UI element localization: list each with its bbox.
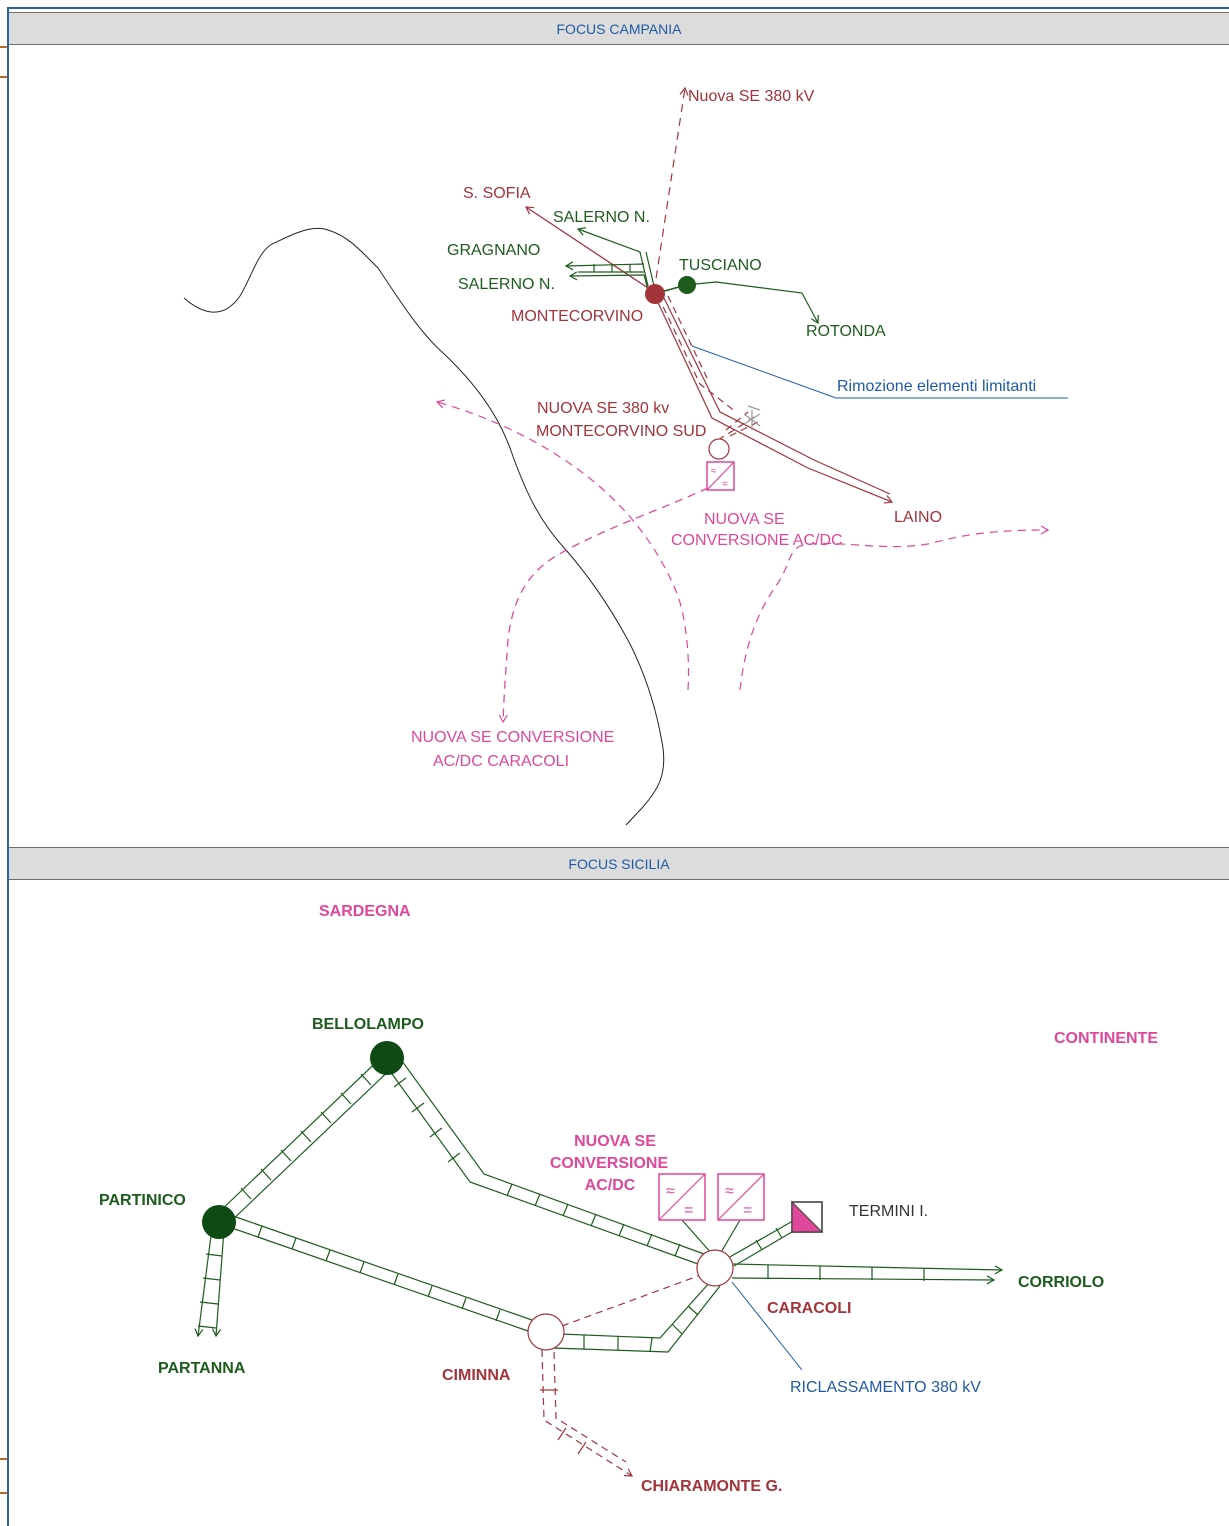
line-ciminna-caracoli (551, 1281, 721, 1353)
converter-connections (681, 1219, 741, 1255)
hvdc-link-sardegna (435, 399, 690, 691)
frame-tick (0, 1458, 7, 1460)
label-rimozione: Rimozione elementi limitanti (837, 378, 1036, 395)
label-montecorvino: MONTECORVINO (511, 308, 643, 325)
partinico-node (202, 1205, 236, 1239)
hvdc-link-caracoli (498, 487, 709, 724)
label-nuova-se-conv-2: CONVERSIONE AC/DC (671, 532, 843, 549)
label-termini: TERMINI I. (849, 1203, 928, 1220)
label-nuova-se-mc-sud-1: NUOVA SE 380 kv (537, 400, 669, 417)
montecorvino-node (645, 284, 665, 304)
label-gragnano: GRAGNANO (447, 242, 540, 259)
label-corriolo: CORRIOLO (1018, 1274, 1104, 1291)
line-to-salerno-n-top (576, 227, 655, 287)
svg-text:=: = (743, 1202, 752, 1219)
svg-text:≈: ≈ (711, 466, 717, 477)
label-conv-1: NUOVA SE (574, 1133, 656, 1150)
label-nuova-se-mc-sud-2: MONTECORVINO SUD (536, 423, 706, 440)
element-removal-icon (743, 405, 761, 430)
bellolampo-node (370, 1041, 404, 1075)
caracoli-node (696, 1249, 734, 1287)
annotation-leader-riclassamento (731, 1281, 803, 1371)
svg-text:≈: ≈ (725, 1183, 734, 1200)
line-to-rotonda (685, 281, 819, 325)
label-nuova-se-conv-1: NUOVA SE (704, 511, 785, 528)
line-to-nuova-se-380 (653, 86, 689, 293)
line-to-s-sofia (524, 206, 655, 293)
label-tusciano: TUSCIANO (679, 257, 762, 274)
coastline (183, 228, 665, 826)
line-partinico-partanna (194, 1227, 225, 1338)
label-laino: LAINO (894, 509, 942, 526)
ciminna-node (527, 1313, 565, 1351)
label-caracoli-conv-1: NUOVA SE CONVERSIONE (411, 729, 614, 746)
frame-tick (0, 76, 7, 78)
label-salerno-n-top: SALERNO N. (553, 209, 650, 226)
label-riclassamento: RICLASSAMENTO 380 kV (790, 1379, 981, 1396)
converter-station-icon: ≈ = (717, 1173, 765, 1221)
label-caracoli-conv-2: AC/DC CARACOLI (433, 753, 569, 770)
svg-text:=: = (722, 479, 728, 490)
montecorvino-sud-node (708, 438, 730, 460)
line-partinico-ciminna (228, 1215, 533, 1332)
label-rotonda: ROTONDA (806, 323, 886, 340)
label-conv-3: AC/DC (585, 1177, 636, 1194)
label-sardegna: SARDEGNA (319, 903, 411, 920)
planned-link-ciminna-chiaramonte (541, 1349, 634, 1477)
label-salerno-n-bottom: SALERNO N. (458, 276, 555, 293)
tusciano-node (678, 276, 696, 294)
frame-tick (0, 46, 7, 48)
frame-tick (0, 1492, 7, 1494)
converter-station-icon: ≈ = (706, 461, 735, 491)
termini-station-icon (791, 1200, 824, 1233)
svg-text:=: = (684, 1202, 693, 1219)
annotation-leader-rimozione (691, 345, 1068, 399)
sicilia-map: ≈ = ≈ = SARDEGNA CONTINENTE BELLOLAMPO P… (99, 399, 1158, 1495)
planned-link-ticks (540, 1389, 587, 1455)
line-bellolampo-partinico (216, 1051, 398, 1225)
label-conv-2: CONVERSIONE (550, 1155, 669, 1172)
sicilia-header: FOCUS SICILIA (9, 847, 1229, 880)
svg-text:≈: ≈ (666, 1183, 675, 1200)
label-partinico: PARTINICO (99, 1192, 186, 1209)
label-continente: CONTINENTE (1054, 1030, 1158, 1047)
planned-link-ciminna-caracoli (561, 1275, 699, 1327)
label-chiaramonte: CHIARAMONTE G. (641, 1478, 782, 1495)
label-s-sofia: S. SOFIA (463, 185, 531, 202)
label-nuova-se-380: Nuova SE 380 kV (688, 88, 815, 105)
line-to-salerno-n-bottom (568, 271, 649, 291)
line-to-gragnano (564, 261, 645, 273)
label-caracoli: CARACOLI (767, 1300, 851, 1317)
line-caracoli-corriolo (731, 1263, 1004, 1285)
line-bellolampo-caracoli (381, 1049, 705, 1265)
campania-map: ≈ = Nuova SE 380 kV S. SOFIA SALERNO N. … (183, 86, 1068, 826)
label-ciminna: CIMINNA (442, 1367, 511, 1384)
line-to-laino (653, 289, 894, 504)
map-frame (7, 7, 1229, 1526)
converter-station-icon: ≈ = (658, 1173, 706, 1221)
label-bellolampo: BELLOLAMPO (312, 1016, 424, 1033)
hvdc-link-continente (739, 525, 1050, 691)
label-partanna: PARTANNA (158, 1360, 246, 1377)
campania-header: FOCUS CAMPANIA (9, 12, 1229, 45)
line-caracoli-termini (727, 1217, 803, 1267)
